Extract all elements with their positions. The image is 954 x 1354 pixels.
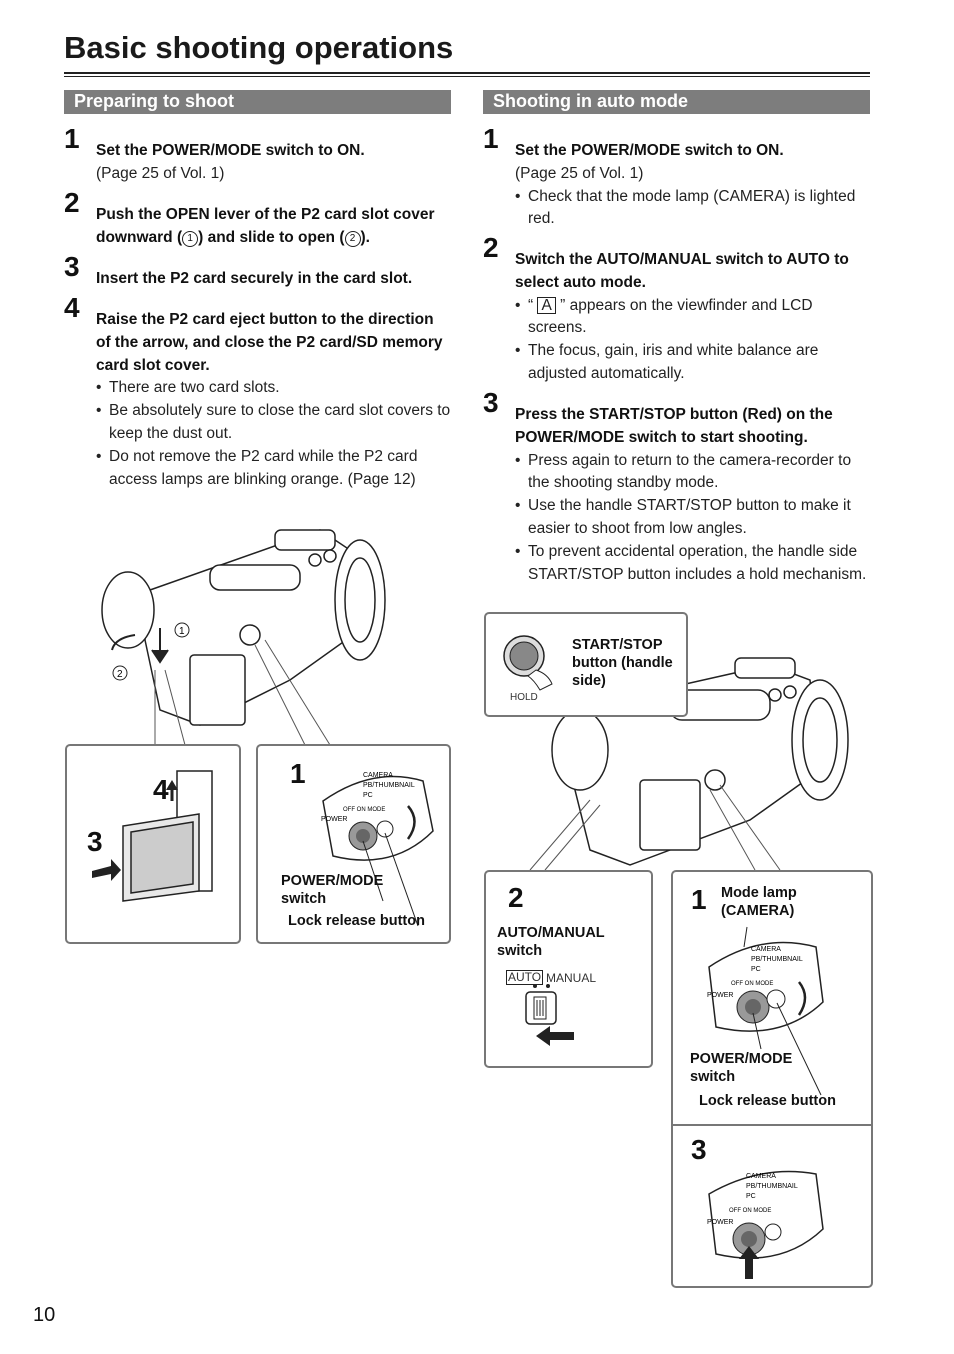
dial-pb-label: PB/THUMBNAIL [746,1183,798,1190]
lock-release-label: Lock release button [288,913,425,929]
title-rule [64,72,870,74]
step-text: Set the POWER/MODE switch to ON. [96,142,365,159]
inset-card-insert: 4 3 [65,744,241,944]
dial-camera-label: CAMERA [363,772,393,779]
left-step-2: 2 Push the OPEN lever of the P2 card slo… [64,189,444,250]
dial-pc-label: PC [751,966,761,973]
card-insert-illustration [92,770,213,902]
step-number: 3 [64,251,80,282]
section-heading-preparing: Preparing to shoot [64,90,451,114]
dial-camera-label: CAMERA [746,1173,776,1180]
step-text: Push the OPEN lever of the P2 card slot … [96,206,435,247]
bullet-item: Use the handle START/STOP button to make… [515,495,873,541]
dial-pc-label: PC [746,1193,756,1200]
lock-release-label: Lock release button [699,1093,836,1109]
dial-pc-label: PC [363,792,373,799]
bullet-item: There are two card slots. [96,377,452,400]
inset-number-1: 1 [691,884,707,915]
dial-offonmode-label: OFF ON MODE [731,981,773,987]
dial-offonmode-label: OFF ON MODE [729,1208,771,1214]
circled-number-1: 1 [182,230,199,247]
dial-camera-label: CAMERA [751,946,781,953]
bullet-item: The focus, gain, iris and white balance … [515,340,873,386]
step-text: Press the START/STOP button (Red) on the… [515,406,833,446]
inset-power-switch-right: 1 Mode lamp (CAMERA) CAMERA PB/THUMBNAIL… [671,870,873,1288]
mode-lamp-label: Mode lamp (CAMERA) [721,885,797,919]
inset-startstop: HOLD START/STOP button (handle side) [484,612,688,717]
left-step-4: 4 Raise the P2 card eject button to the … [64,294,452,492]
auto-manual-switch-illustration [525,984,574,1046]
right-step-2: 2 Switch the AUTO/MANUAL switch to AUTO … [483,234,873,386]
auto-manual-switch-label: AUTO/MANUAL switch [497,925,605,959]
inset-power-switch-left: 1 CAMERA PB/THUMBNAIL PC POWER OFF ON MO… [256,744,451,944]
camera-illustration-left: 1 2 [101,529,386,746]
title-rule-thin [64,76,870,77]
power-mode-switch-label: POWER/MODE switch [690,1051,793,1085]
dial-power-label: POWER [707,1219,733,1226]
step-number: 4 [64,292,80,323]
bullet-item: To prevent accidental operation, the han… [515,541,873,587]
power-mode-switch-label: POWER/MODE switch [281,873,384,907]
step-number: 1 [483,123,499,154]
right-step-3: 3 Press the START/STOP button (Red) on t… [483,389,873,587]
inset-auto-manual: 2 AUTO/MANUAL switch AUTO MANUAL [484,870,653,1068]
inset-number-2: 2 [508,882,524,913]
step-number: 3 [483,387,499,418]
inset-number-4: 4 [153,774,169,805]
step-subtext: (Page 25 of Vol. 1) [96,164,225,182]
section-heading-auto: Shooting in auto mode [483,90,870,114]
step-text: Switch the AUTO/MANUAL switch to AUTO to… [515,251,849,291]
page-number: 10 [33,1304,56,1326]
dial-power-label: POWER [707,992,733,999]
left-step-3: 3 Insert the P2 card securely in the car… [64,253,444,291]
power-dial-illustration-1: CAMERA PB/THUMBNAIL PC POWER OFF ON MODE [707,926,824,1096]
page-title: Basic shooting operations [64,30,454,65]
dial-pb-label: PB/THUMBNAIL [363,782,415,789]
step-number: 2 [64,187,80,218]
inset-number-3: 3 [691,1134,707,1165]
left-step-1: 1 Set the POWER/MODE switch to ON. (Page… [64,125,444,186]
dial-power-label: POWER [321,816,347,823]
step-text: Set the POWER/MODE switch to ON. [515,142,784,159]
step-number: 2 [483,232,499,263]
bullet-item: Press again to return to the camera-reco… [515,450,873,496]
power-dial-illustration: CAMERA PB/THUMBNAIL PC POWER OFF ON MODE [321,772,434,927]
right-step-1: 1 Set the POWER/MODE switch to ON. (Page… [483,125,873,232]
step-subtext: (Page 25 of Vol. 1) [515,164,644,182]
dial-pb-label: PB/THUMBNAIL [751,956,803,963]
circled-number-2: 2 [344,230,361,247]
dial-offonmode-label: OFF ON MODE [343,807,385,813]
step-number: 1 [64,123,80,154]
hold-label: HOLD [510,692,538,703]
startstop-button-illustration [503,635,553,691]
step-text: Raise the P2 card eject button to the di… [96,311,443,374]
inset-number-3: 3 [87,826,103,857]
bullet-item: “ A ” appears on the viewfinder and LCD … [515,295,873,341]
inset-number-1: 1 [290,758,306,789]
callout-2: 2 [117,669,123,680]
manual-label: MANUAL [546,971,597,985]
power-dial-illustration-3: CAMERA PB/THUMBNAIL PC POWER OFF ON MODE [707,1170,824,1279]
auto-mode-indicator: A [537,296,556,314]
callout-1: 1 [179,626,185,637]
bullet-item: Be absolutely sure to close the card slo… [96,400,452,446]
bullet-item: Check that the mode lamp (CAMERA) is lig… [515,186,873,232]
bullet-item: Do not remove the P2 card while the P2 c… [96,446,452,492]
auto-label: AUTO [506,970,544,985]
inset-divider [673,1124,871,1126]
step-text: Insert the P2 card securely in the card … [96,270,413,287]
startstop-label: START/STOP button (handle side) [572,637,673,689]
